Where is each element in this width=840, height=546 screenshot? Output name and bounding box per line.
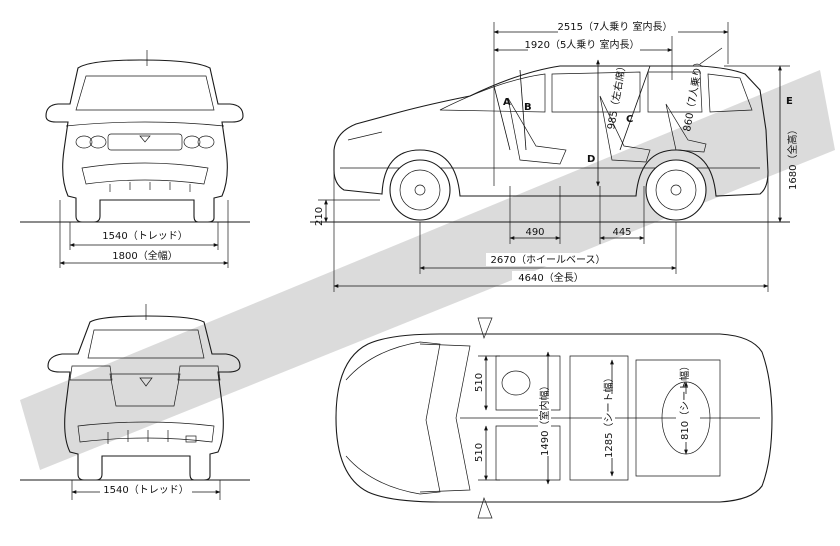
length-label: 4640（全長） [518,271,583,284]
letter-C: C [626,114,633,125]
wheelbase-label: 2670（ホイールベース） [491,254,606,266]
dim-1490-label: 1490（室内幅） [538,381,551,456]
rear-view: 1540（トレッド） [20,304,250,500]
top-view: 510 510 1490（室内幅） 1285（シート幅） 810（シート幅） [335,317,773,519]
interior-length-7-label: 2515（7人乗り 室内長） [558,20,673,33]
interior-length-5-label: 1920（5人乗り 室内長） [525,38,640,51]
ground-clearance-label: 210 [314,207,325,226]
watermark-shape [20,70,835,470]
letter-A: A [503,97,511,108]
height-label: 1680（全高） [786,125,799,190]
front-tread-label: 1540（トレッド） [102,230,187,242]
rear-tread-label: 1540（トレッド） [103,484,188,496]
letter-D: D [587,154,595,165]
dim-490-label: 490 [525,227,544,238]
letter-E: E [786,96,793,107]
dim-510-bottom-label: 510 [474,443,485,462]
dim-1285-label: 1285（シート幅） [602,373,615,458]
side-view: 2515（7人乗り 室内長） 1920（5人乗り 室内長） A B C D 98… [310,20,799,292]
dim-445-label: 445 [612,227,631,238]
front-view: 1540（トレッド） 1800（全幅） [20,50,250,268]
dim-510-top-label: 510 [474,373,485,392]
dim-810-label: 810（シート幅） [678,361,691,440]
letter-B: B [524,102,532,113]
front-width-label: 1800（全幅） [112,249,177,262]
